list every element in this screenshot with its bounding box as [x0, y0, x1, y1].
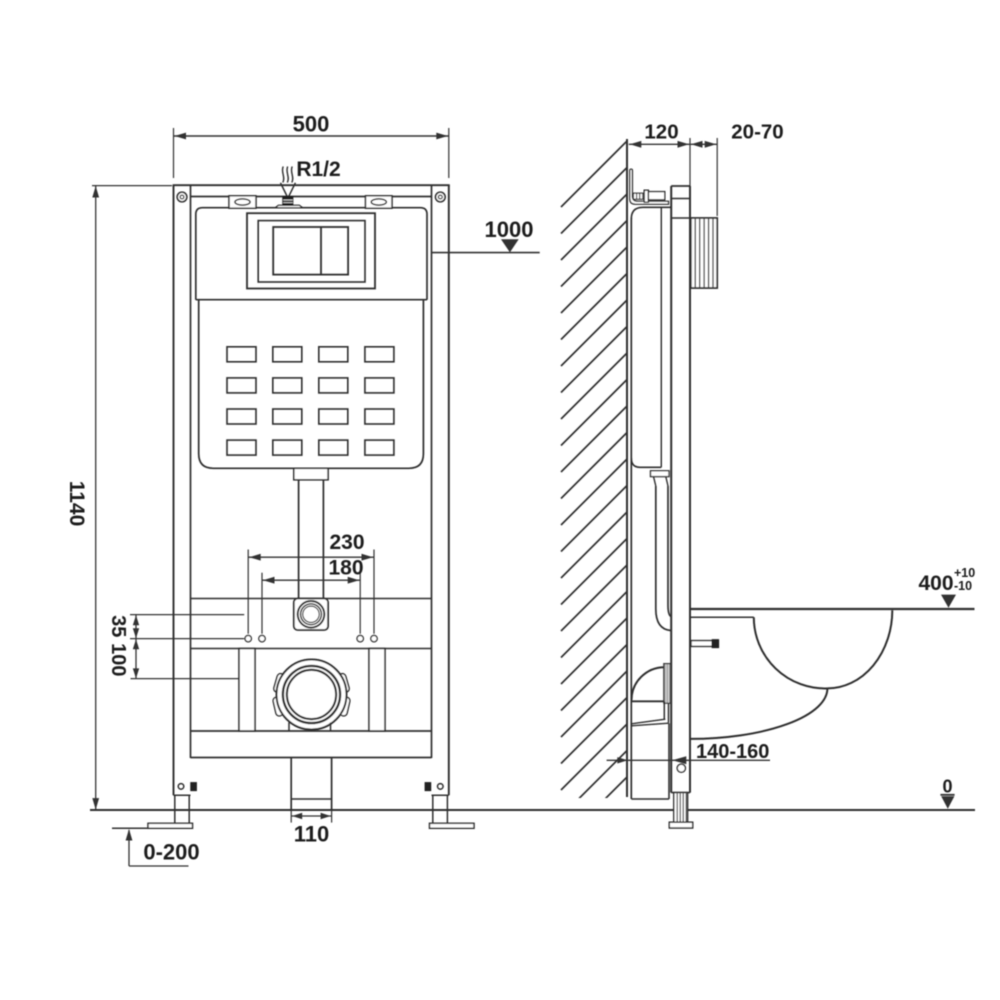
svg-text:0-200: 0-200 — [143, 840, 199, 865]
svg-text:120: 120 — [644, 121, 678, 144]
svg-text:110: 110 — [294, 822, 330, 847]
svg-text:+10: +10 — [954, 566, 975, 580]
svg-text:400: 400 — [918, 572, 953, 595]
svg-text:35: 35 — [107, 615, 129, 637]
svg-text:0: 0 — [942, 777, 952, 797]
svg-text:1140: 1140 — [65, 481, 88, 527]
svg-text:140-160: 140-160 — [696, 741, 769, 763]
svg-text:230: 230 — [329, 531, 364, 554]
svg-text:1000: 1000 — [485, 217, 534, 242]
svg-text:R1/2: R1/2 — [296, 158, 340, 181]
svg-text:20-70: 20-70 — [731, 121, 783, 144]
svg-text:-10: -10 — [954, 579, 972, 593]
svg-text:500: 500 — [293, 112, 330, 137]
svg-text:100: 100 — [107, 643, 129, 676]
svg-text:180: 180 — [328, 557, 363, 580]
